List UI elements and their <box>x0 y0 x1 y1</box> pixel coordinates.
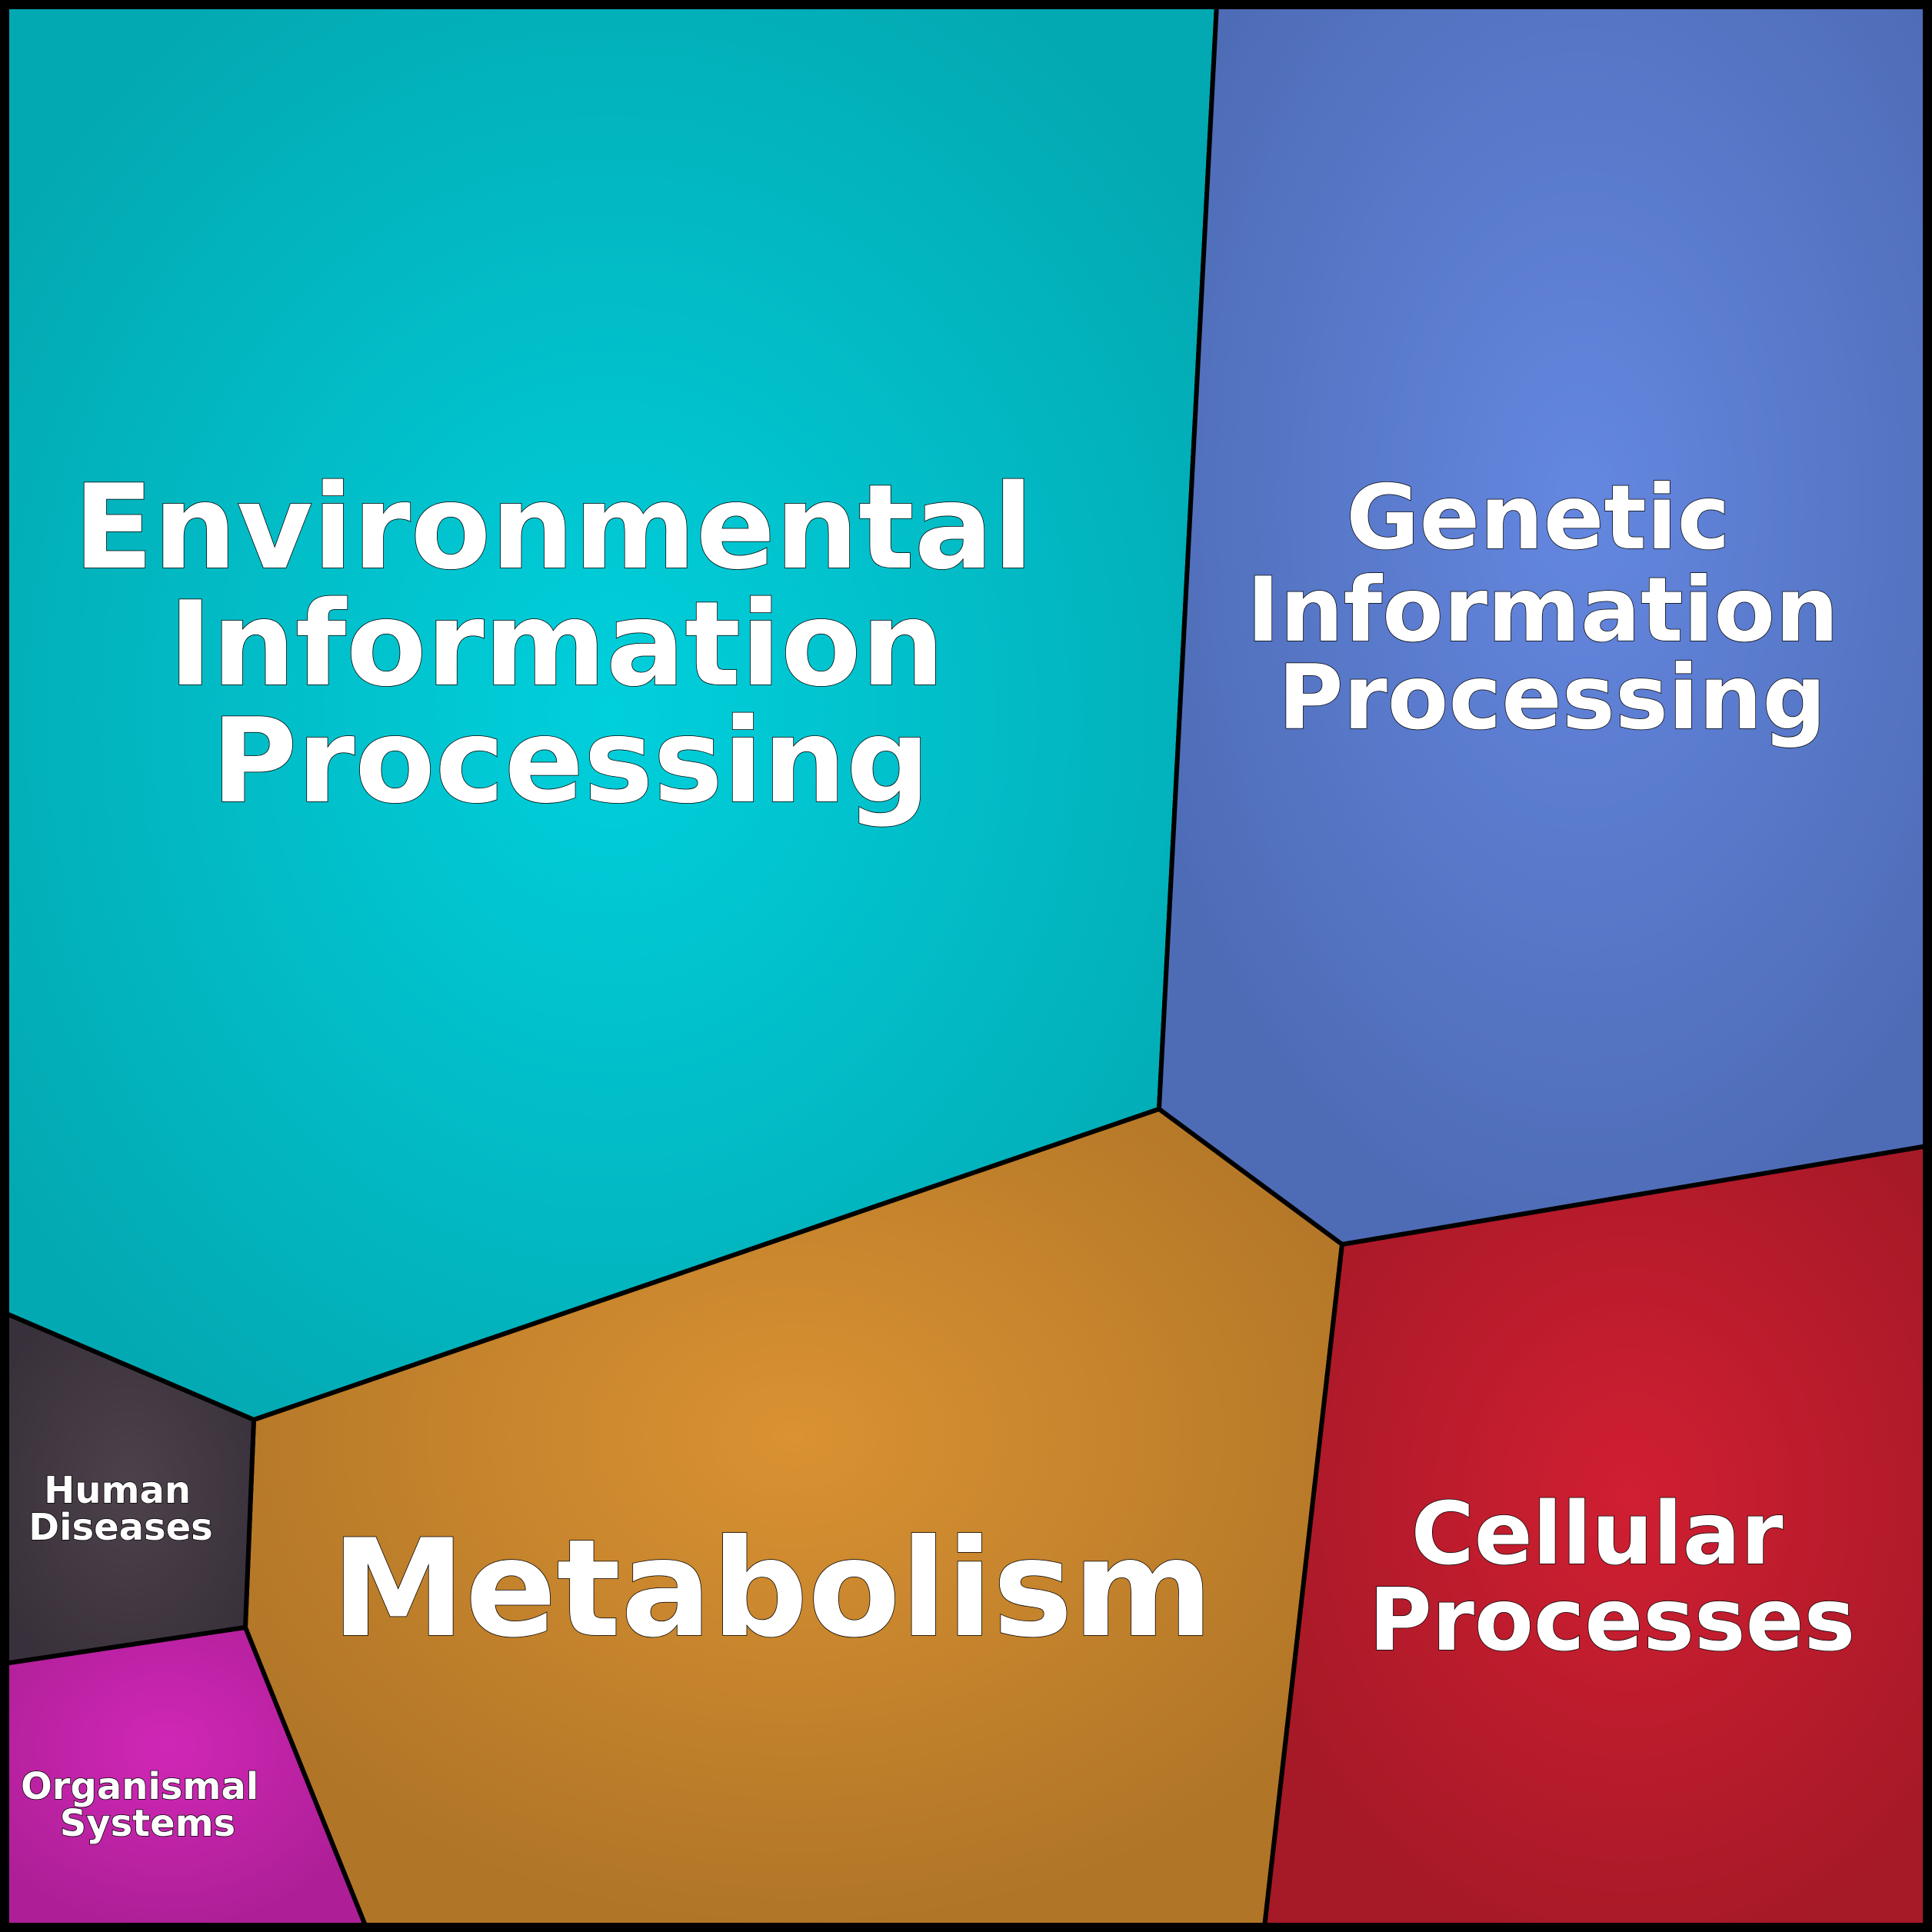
label-environmental-information-processing: Environmental Information Processing <box>74 459 1074 829</box>
label-organismal-systems: Organismal Systems <box>21 1765 271 1845</box>
label-human-diseases: Human Diseases <box>28 1469 213 1549</box>
label-line: Diseases <box>28 1506 213 1549</box>
label-line: Cellular <box>1411 1484 1784 1584</box>
label-line: Processing <box>1278 646 1827 750</box>
label-line: Processing <box>212 693 930 829</box>
label-line: Environmental <box>74 459 1034 595</box>
label-line: Information <box>168 576 944 712</box>
label-line: Organismal <box>21 1765 258 1808</box>
label-line: Metabolism <box>331 1511 1214 1667</box>
label-metabolism: Metabolism <box>331 1511 1214 1667</box>
label-line: Genetic <box>1346 466 1730 570</box>
label-line: Human <box>44 1469 191 1512</box>
label-cellular-processes: Cellular Processes <box>1369 1484 1856 1671</box>
label-line: Systems <box>60 1802 236 1845</box>
label-line: Information <box>1247 558 1839 662</box>
label-line: Processes <box>1369 1571 1856 1671</box>
label-genetic-information-processing: Genetic Information Processing <box>1247 466 1870 750</box>
